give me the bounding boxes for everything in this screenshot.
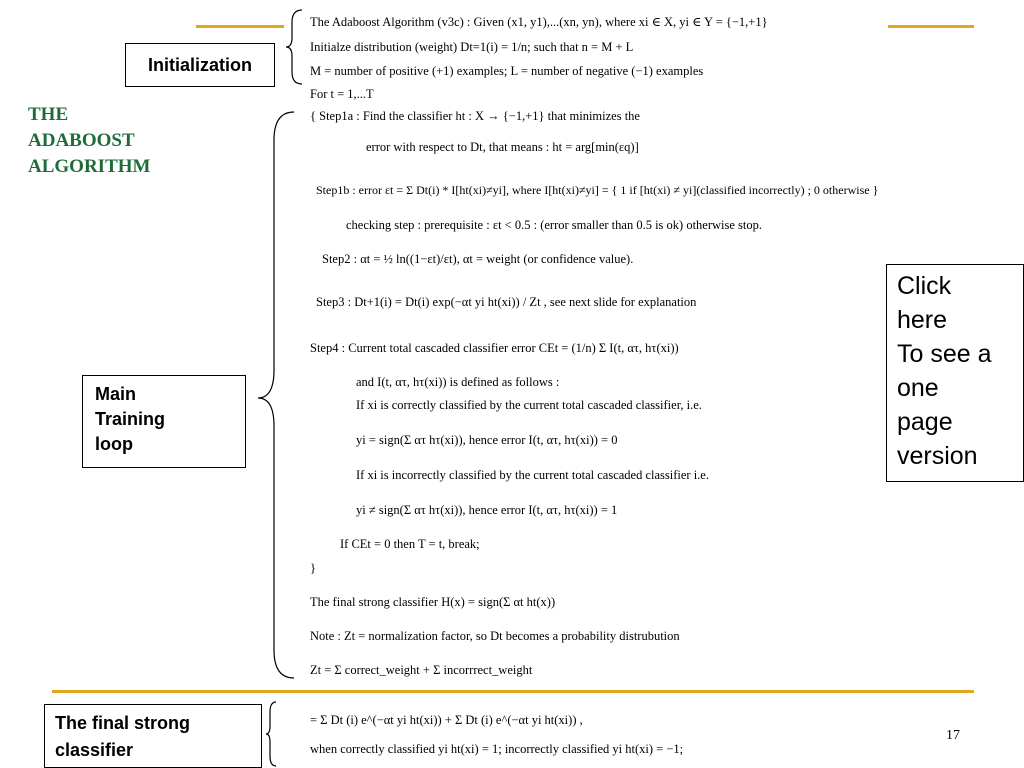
title-line: ADABOOST xyxy=(28,130,135,151)
initialization-brace xyxy=(285,9,303,85)
algorithm-line-step1a-argmin: error with respect to Dt, that means : h… xyxy=(366,140,639,154)
algorithm-line-m-l-definition: M = number of positive (+1) examples; L … xyxy=(310,64,704,78)
main-loop-label-box: Main Training loop xyxy=(82,375,246,468)
algorithm-line-init-distribution: Initialze distribution (weight) Dt=1(i) … xyxy=(310,40,634,54)
final-label-line: The final strong xyxy=(55,713,190,733)
algorithm-line-if-correct: If xi is correctly classified by the cur… xyxy=(356,398,702,412)
click-box-line: version xyxy=(897,442,978,470)
final-label-line: classifier xyxy=(55,740,134,760)
algorithm-line-z-expanded: = Σ Dt (i) e^(−αt yi ht(xi)) + Σ Dt (i) … xyxy=(310,713,583,727)
one-page-version-link[interactable]: Click here To see a one page version xyxy=(886,264,1024,482)
click-box-line: one xyxy=(897,374,939,402)
algorithm-line-step2: Step2 : αt = ½ ln((1−εt)/εt), αt = weigh… xyxy=(322,252,634,266)
algorithm-line-final-classifier: The final strong classifier H(x) = sign(… xyxy=(310,595,556,609)
algorithm-line-error-definition: and I(t, ατ, hτ(xi)) is defined as follo… xyxy=(356,375,560,389)
main-loop-label-line: loop xyxy=(95,434,133,454)
algorithm-line-given: The Adaboost Algorithm (v3c) : Given (x1… xyxy=(310,15,768,29)
algorithm-line-if-incorrect: If xi is incorrectly classified by the c… xyxy=(356,468,709,482)
click-box-line: Click xyxy=(897,272,952,300)
click-box-line: here xyxy=(897,306,948,334)
title-line: THE xyxy=(28,104,69,125)
algorithm-line-step1a: { Step1a : Find the classifier ht : X → … xyxy=(310,109,640,123)
initialization-label-box: Initialization xyxy=(125,43,275,87)
top-accent-line-left xyxy=(196,25,284,28)
initialization-label: Initialization xyxy=(147,55,252,75)
final-classifier-brace xyxy=(265,701,277,767)
bottom-accent-line xyxy=(52,690,974,693)
top-accent-line-right xyxy=(888,25,974,28)
click-box-line: page xyxy=(897,408,953,436)
algorithm-line-z-sum: Zt = Σ correct_weight + Σ incorrrect_wei… xyxy=(310,663,533,677)
algorithm-line-note-normalization: Note : Zt = normalization factor, so Dt … xyxy=(310,629,680,643)
algorithm-line-step4: Step4 : Current total cascaded classifie… xyxy=(310,341,679,355)
algorithm-line-for-loop: For t = 1,...T xyxy=(310,87,374,101)
page-number: 17 xyxy=(946,728,960,743)
algorithm-line-close-brace: } xyxy=(310,561,316,575)
algorithm-line-break-condition: If CEt = 0 then T = t, break; xyxy=(340,537,480,551)
algorithm-line-correct-formula: yi = sign(Σ ατ hτ(xi)), hence error I(t,… xyxy=(356,433,618,447)
algorithm-line-classification-values: when correctly classified yi ht(xi) = 1;… xyxy=(310,742,684,756)
click-box-line: To see a xyxy=(897,340,992,368)
main-loop-brace xyxy=(257,111,295,679)
main-loop-label-line: Main xyxy=(95,384,137,404)
algorithm-line-checking-step: checking step : prerequisite : εt < 0.5 … xyxy=(346,218,763,232)
algorithm-line-step3: Step3 : Dt+1(i) = Dt(i) exp(−αt yi ht(xi… xyxy=(316,295,697,309)
slide-title: THE ADABOOST ALGORITHM xyxy=(28,102,150,180)
title-line: ALGORITHM xyxy=(28,156,151,177)
main-loop-label-line: Training xyxy=(95,409,166,429)
algorithm-line-step1b: Step1b : error εt = Σ Dt(i) * I[ht(xi)≠y… xyxy=(316,183,879,197)
final-classifier-label-box: The final strong classifier xyxy=(44,704,262,768)
algorithm-line-incorrect-formula: yi ≠ sign(Σ ατ hτ(xi)), hence error I(t,… xyxy=(356,503,618,517)
